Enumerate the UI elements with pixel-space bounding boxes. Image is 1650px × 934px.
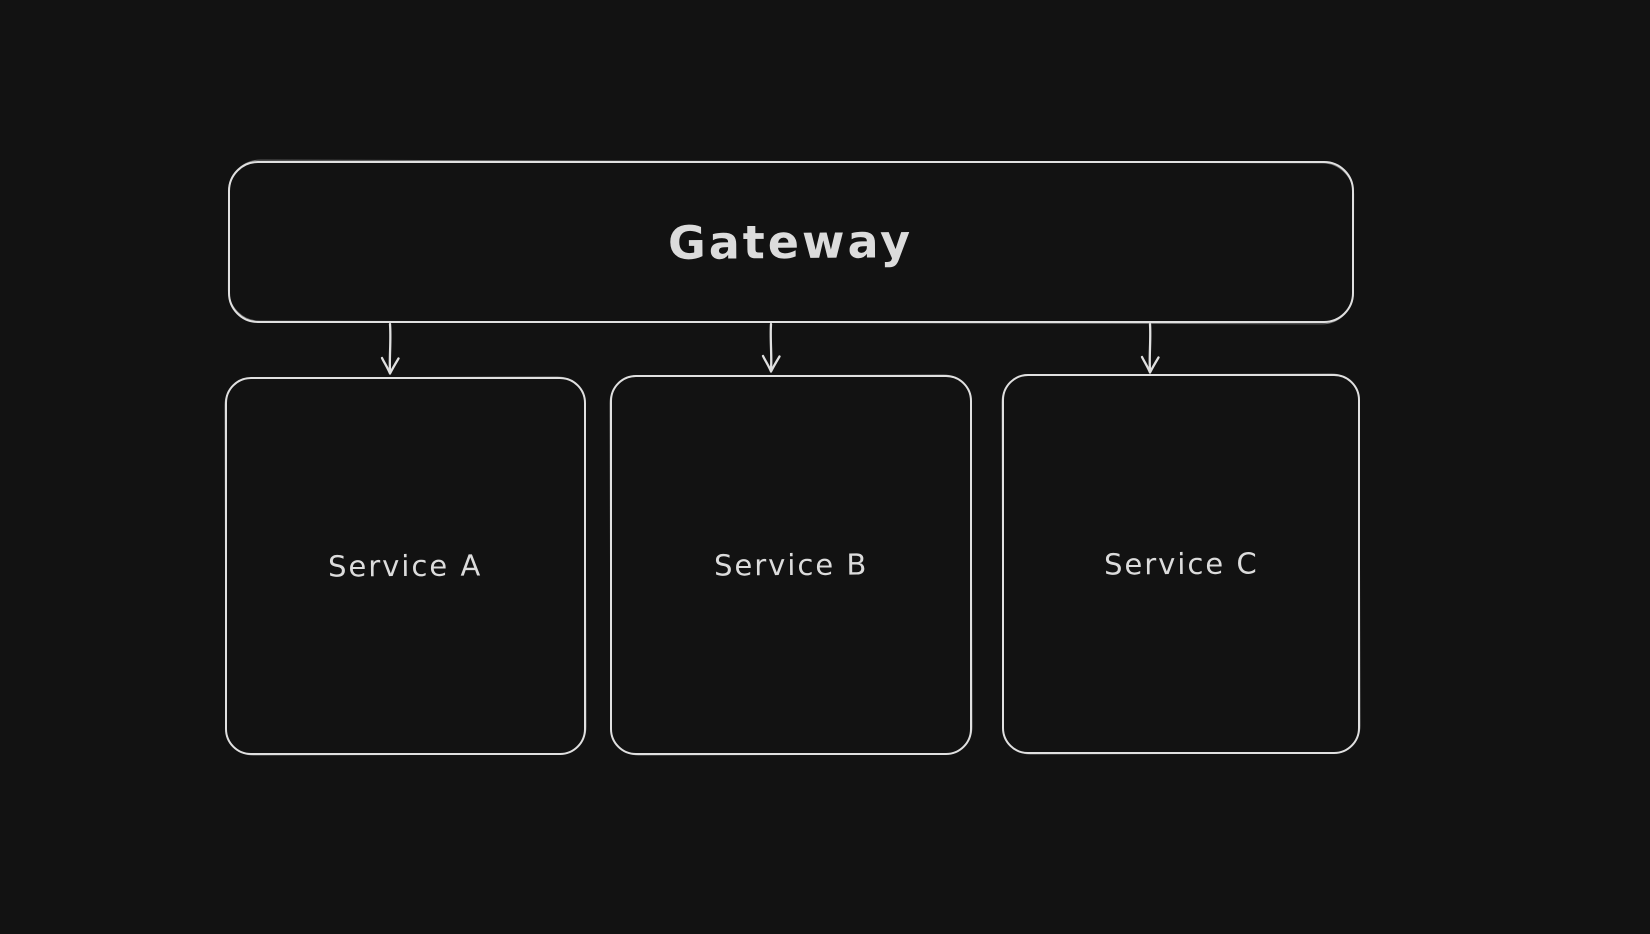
node-gateway[interactable]: Gateway bbox=[228, 161, 1354, 323]
arrow-gateway-to-service-b[interactable] bbox=[761, 322, 781, 373]
node-service-c-label: Service C bbox=[1103, 546, 1259, 582]
arrow-gateway-to-service-c[interactable] bbox=[1140, 322, 1160, 374]
node-gateway-label: Gateway bbox=[668, 214, 914, 270]
node-service-a[interactable]: Service A bbox=[225, 377, 586, 755]
node-service-b-label: Service B bbox=[713, 547, 869, 583]
node-service-a-label: Service A bbox=[328, 548, 483, 584]
node-service-b[interactable]: Service B bbox=[610, 375, 972, 755]
arrow-gateway-to-service-a[interactable] bbox=[380, 322, 400, 375]
node-service-c[interactable]: Service C bbox=[1002, 374, 1360, 754]
